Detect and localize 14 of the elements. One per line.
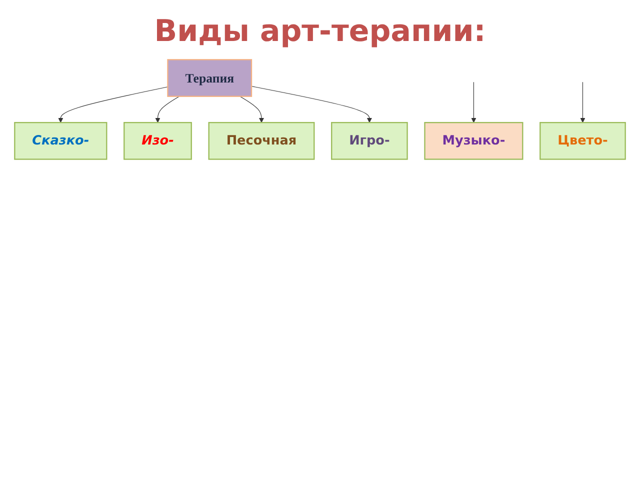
diagram-title: Виды арт-терапии:	[153, 14, 487, 49]
node-box: Музыко-	[424, 122, 524, 160]
arrow	[580, 82, 586, 123]
arrow	[240, 96, 264, 123]
node-box: Терапия	[167, 59, 252, 97]
node-box: Игро-	[331, 122, 408, 160]
arrow	[155, 96, 180, 123]
node-box: Сказко-	[14, 122, 108, 160]
arrow	[58, 86, 168, 123]
node-box: Изо-	[124, 122, 192, 160]
arrow	[251, 86, 372, 123]
node-box: Цвето-	[540, 122, 626, 160]
node-box: Песочная	[208, 122, 315, 160]
arrow	[471, 82, 476, 123]
